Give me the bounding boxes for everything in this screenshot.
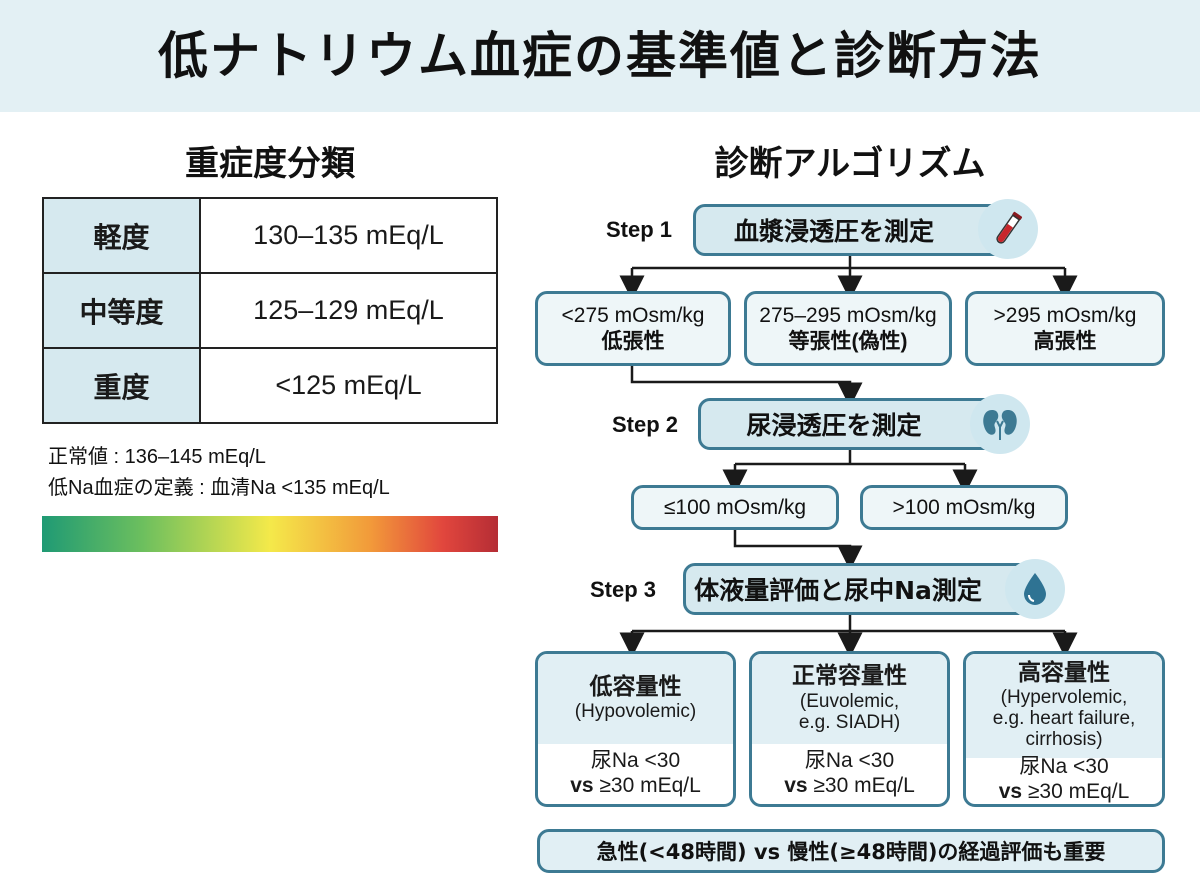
vs-label: vs xyxy=(998,780,1023,803)
page-title: 低ナトリウム血症の基準値と診断方法 xyxy=(158,27,1042,85)
volume-desc: e.g. heart failure, xyxy=(992,708,1136,730)
result-value: ≤100 mOsm/kg xyxy=(663,495,807,519)
volume-header: 低容量性 (Hypovolemic) xyxy=(538,654,733,744)
algorithm-heading: 診断アルゴリズム xyxy=(714,144,986,184)
step2-title: 尿浸透圧を測定 xyxy=(746,411,922,440)
severity-name: 重度 xyxy=(44,349,201,422)
step1-title: 血漿浸透圧を測定 xyxy=(733,217,934,246)
severity-range: 130–135 mEq/L xyxy=(253,220,444,250)
result-value: >100 mOsm/kg xyxy=(892,495,1036,519)
result-name: 等張性(偽性) xyxy=(788,329,908,353)
volume-urine: 尿Na <30 vs ≥30 mEq/L xyxy=(966,754,1162,804)
normal-value-note: 正常値 : 136–145 mEq/L xyxy=(48,446,266,468)
kidney-icon xyxy=(970,394,1030,454)
result-name: 高張性 xyxy=(1033,329,1097,353)
step2-label: Step 2 xyxy=(612,412,679,437)
urine-na: 尿Na <30 xyxy=(590,748,681,772)
step3-label: Step 3 xyxy=(590,577,657,602)
urine-threshold: ≥30 mEq/L xyxy=(813,774,915,797)
hypertonic-box: >295 mOsm/kg 高張性 xyxy=(965,291,1165,366)
volume-name: 高容量性 xyxy=(1018,660,1110,687)
volume-desc: cirrhosis) xyxy=(1025,729,1103,751)
hypervolemic-box: 高容量性 (Hypervolemic, e.g. heart failure, … xyxy=(963,651,1165,807)
severity-row-mild: 軽度 130–135 mEq/L xyxy=(44,199,496,274)
volume-header: 正常容量性 (Euvolemic, e.g. SIADH) xyxy=(752,654,947,744)
severity-name: 軽度 xyxy=(44,199,201,272)
volume-desc: (Hypervolemic, xyxy=(1000,687,1128,709)
result-value: >295 mOsm/kg xyxy=(993,303,1137,327)
urine-na: 尿Na <30 xyxy=(804,748,895,772)
urine-osm-low-box: ≤100 mOsm/kg xyxy=(631,485,839,530)
severity-row-moderate: 中等度 125–129 mEq/L xyxy=(44,274,496,349)
hypovolemic-box: 低容量性 (Hypovolemic) 尿Na <30 vs ≥30 mEq/L xyxy=(535,651,736,807)
blood-tube-icon xyxy=(978,199,1038,259)
result-value: 275–295 mOsm/kg xyxy=(759,303,937,327)
volume-desc: (Euvolemic, xyxy=(799,690,900,712)
severity-range: <125 mEq/L xyxy=(275,370,422,400)
severity-gradient-bar xyxy=(42,516,498,552)
volume-urine: 尿Na <30 vs ≥30 mEq/L xyxy=(752,742,947,804)
urine-osm-high-box: >100 mOsm/kg xyxy=(860,485,1068,530)
urine-threshold: ≥30 mEq/L xyxy=(1027,780,1130,803)
severity-row-severe: 重度 <125 mEq/L xyxy=(44,349,496,422)
severity-range: 125–129 mEq/L xyxy=(253,295,444,325)
severity-heading: 重症度分類 xyxy=(185,144,355,184)
step3-box: 体液量評価と尿中Na測定 xyxy=(683,563,1033,615)
definition-note: 低Na血症の定義 : 血清Na <135 mEq/L xyxy=(48,477,390,499)
volume-name: 正常容量性 xyxy=(792,663,907,690)
water-drop-icon xyxy=(1005,559,1065,619)
isotonic-box: 275–295 mOsm/kg 等張性(偽性) xyxy=(744,291,952,366)
title-bar xyxy=(0,0,1200,112)
volume-desc: e.g. SIADH) xyxy=(798,711,901,733)
urine-na: 尿Na <30 xyxy=(1019,754,1109,778)
step2-box: 尿浸透圧を測定 xyxy=(698,398,1010,450)
hypotonic-box: <275 mOsm/kg 低張性 xyxy=(535,291,731,366)
urine-threshold: ≥30 mEq/L xyxy=(599,774,701,797)
volume-urine: 尿Na <30 vs ≥30 mEq/L xyxy=(538,742,733,804)
step1-label: Step 1 xyxy=(606,217,673,242)
vs-label: vs xyxy=(784,774,808,797)
volume-name: 低容量性 xyxy=(589,673,682,700)
step1-box: 血漿浸透圧を測定 xyxy=(693,204,1015,256)
severity-name: 中等度 xyxy=(44,274,201,347)
result-value: <275 mOsm/kg xyxy=(561,303,705,327)
result-name: 低張性 xyxy=(601,329,665,353)
volume-header: 高容量性 (Hypervolemic, e.g. heart failure, … xyxy=(966,654,1162,758)
volume-desc: (Hypovolemic) xyxy=(574,701,697,723)
footer-note: 急性(<48時間) vs 慢性(≥48時間)の経過評価も重要 xyxy=(596,840,1106,864)
euvolemic-box: 正常容量性 (Euvolemic, e.g. SIADH) 尿Na <30 vs… xyxy=(749,651,950,807)
step3-title: 体液量評価と尿中Na測定 xyxy=(694,576,982,605)
vs-label: vs xyxy=(570,774,594,797)
severity-table: 軽度 130–135 mEq/L 中等度 125–129 mEq/L 重度 <1… xyxy=(42,197,498,424)
footer-note-box: 急性(<48時間) vs 慢性(≥48時間)の経過評価も重要 xyxy=(537,829,1165,873)
